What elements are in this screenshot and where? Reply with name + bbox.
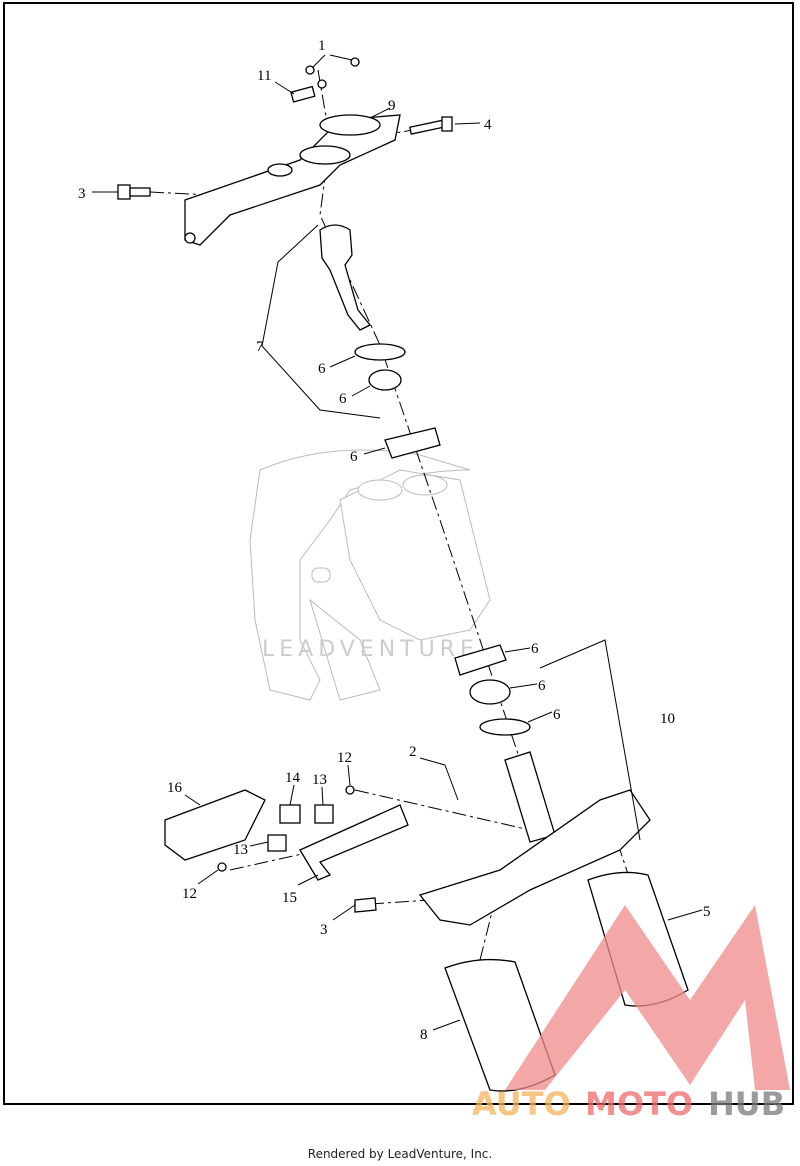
- bearing-lower: [469, 679, 511, 705]
- callout-12: 12: [337, 750, 352, 766]
- callout-7: 7: [256, 339, 264, 355]
- callout-6: 6: [318, 361, 326, 377]
- callout-6: 6: [538, 678, 546, 694]
- steering-stem-nut: [319, 224, 372, 331]
- callout-11: 11: [257, 68, 271, 84]
- automotohub-logo: AUTO MOTO HUB: [472, 905, 790, 1123]
- frame-head-ghost: [249, 449, 491, 701]
- callouts: 1 11 9 4 3 7 6 6 6 6 6 6 10 2 12 14 13 1…: [78, 38, 711, 1043]
- callout-13: 13: [312, 772, 327, 788]
- upper-fork-bracket: [184, 114, 401, 246]
- callout-9: 9: [388, 98, 396, 114]
- race-lower: [454, 644, 507, 676]
- callout-3: 3: [320, 922, 328, 938]
- footer-credit: Rendered by LeadVenture, Inc.: [307, 1147, 493, 1161]
- bolt-3-bottom: [354, 897, 377, 913]
- callout-4: 4: [484, 117, 492, 133]
- cover-16: [164, 789, 266, 861]
- callout-1: 1: [318, 38, 326, 54]
- callout-10: 10: [660, 711, 675, 727]
- callout-16: 16: [167, 780, 183, 796]
- callout-leaders: [92, 54, 703, 1031]
- axis-bracket: [354, 789, 531, 831]
- callout-15: 15: [282, 890, 297, 906]
- callout-2: 2: [409, 744, 417, 760]
- bolt-3-top: [117, 184, 151, 200]
- race-upper: [384, 427, 441, 459]
- leader-bracket-7: [261, 224, 381, 419]
- callout-6: 6: [553, 707, 561, 723]
- bearing-upper: [368, 369, 402, 391]
- lower-fork-bracket: [418, 751, 651, 926]
- callout-8: 8: [420, 1027, 428, 1043]
- washer-lower: [479, 718, 531, 736]
- callout-12: 12: [182, 886, 197, 902]
- bolt-4: [409, 116, 453, 135]
- watermark-auto: AUTO: [472, 1085, 571, 1123]
- screw-set-1: [290, 57, 360, 103]
- diagram-frame: [3, 2, 794, 1105]
- watermark-moto: MOTO: [585, 1085, 693, 1123]
- leader-bracket-10: [539, 639, 641, 841]
- callout-6: 6: [350, 449, 358, 465]
- watermark-leadventure: LEADVENTURE: [262, 637, 479, 662]
- wiring-bracket: [217, 785, 409, 881]
- screw-2: [444, 764, 459, 801]
- watermark-hub: HUB: [708, 1085, 785, 1123]
- callout-5: 5: [703, 904, 711, 920]
- callout-13: 13: [233, 842, 248, 858]
- callout-6: 6: [339, 391, 347, 407]
- callout-3: 3: [78, 186, 86, 202]
- callout-14: 14: [285, 770, 301, 786]
- washer-upper: [354, 343, 406, 361]
- callout-6: 6: [531, 641, 539, 657]
- axis-bolt-3-bottom: [369, 899, 431, 905]
